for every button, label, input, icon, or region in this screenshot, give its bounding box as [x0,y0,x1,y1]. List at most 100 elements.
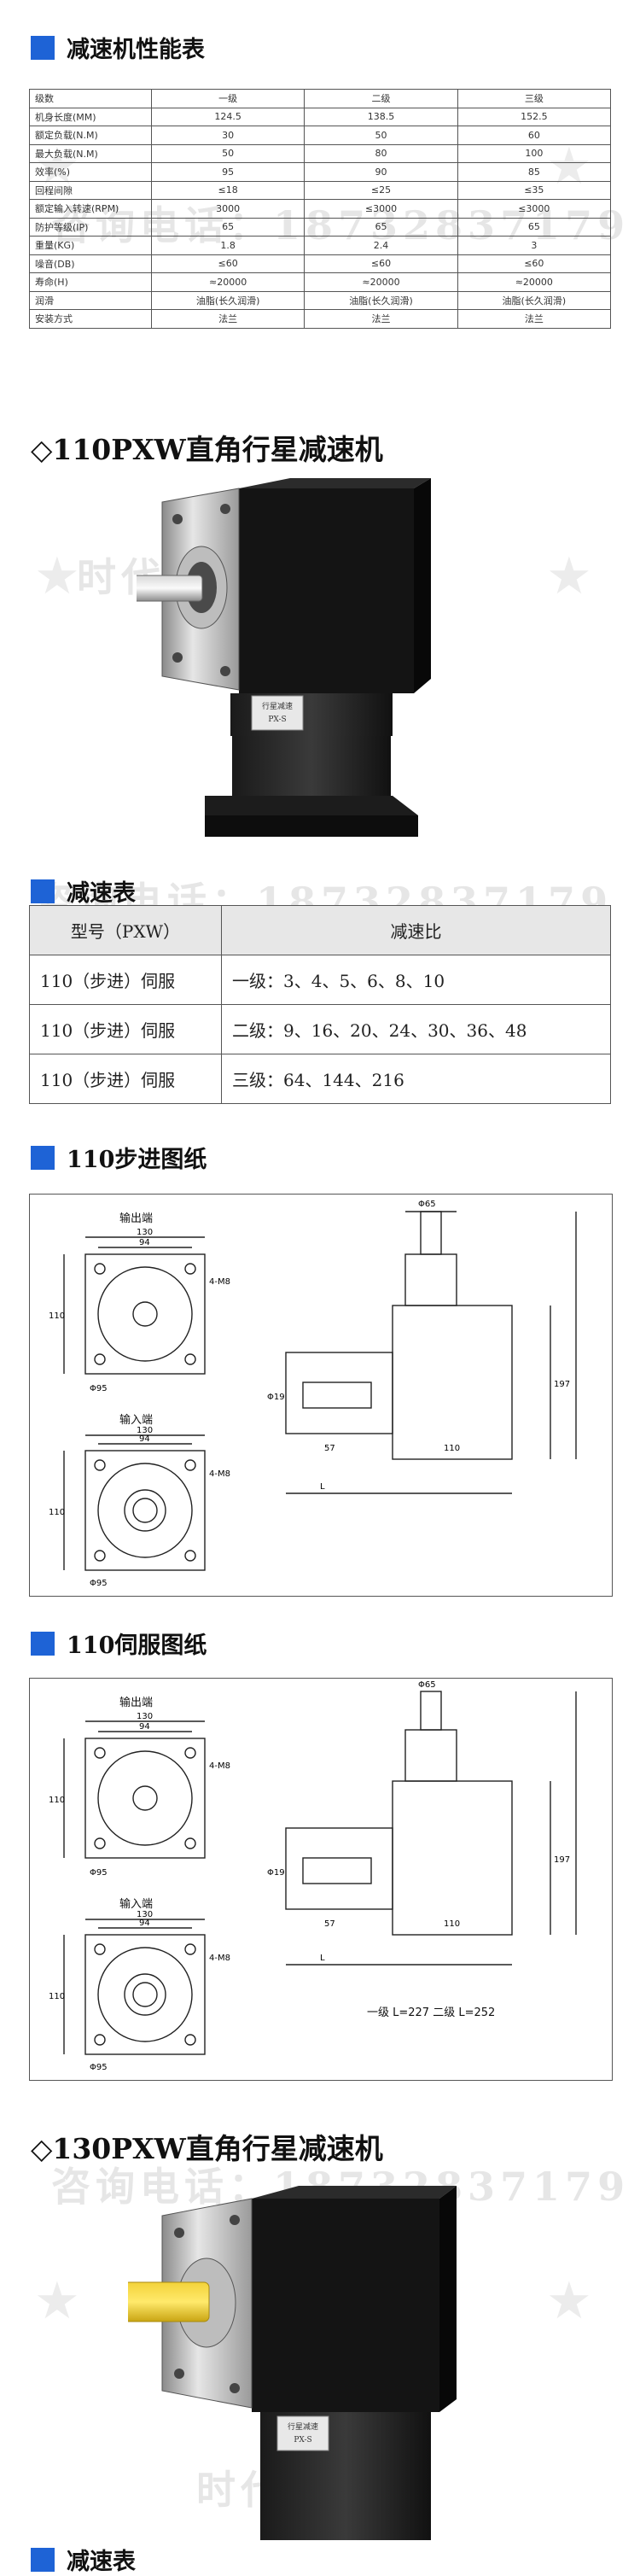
table-cell: 噪音(DB) [29,254,152,273]
ratio-section-2-header: 减速表 [31,2543,136,2576]
section-square-icon [31,2547,55,2572]
table-cell: 回程间隙 [29,180,152,200]
table-cell: 重量(KG) [29,236,152,255]
spec-table: 级数 一级 二级 三级 机身长度(MM) 124.5 138.5 152.5 额… [29,89,612,329]
dim-label: 94 [139,1722,150,1732]
table-row: 机身长度(MM) 124.5 138.5 152.5 [29,107,612,126]
dim-label: Φ19 [267,1393,285,1402]
dim-label: Φ65 [418,1680,436,1690]
output-end-label: 输出端 [119,1212,153,1225]
dim-label: 130 [137,1910,153,1919]
table-cell: ≤60 [150,254,305,273]
section-square-icon [31,879,55,903]
table-cell: 138.5 [304,107,458,126]
ratio-value-cell: 二级：9、16、20、24、30、36、48 [221,1004,611,1054]
table-cell: ≤18 [150,180,305,200]
motor-body [232,736,391,796]
table-cell: 30 [150,126,305,145]
table-cell: 额定输入转速(RPM) [29,199,152,219]
input-end-label: 输入端 [119,1897,153,1911]
nameplate-line2: PX-S [268,716,286,724]
dim-label: 130 [137,1426,153,1435]
ratio-section-2-title: 减速表 [67,2549,136,2575]
table-cell: 1.8 [150,236,305,255]
table-cell: 法兰 [457,309,612,329]
output-end-label: 输出端 [119,1696,153,1709]
dim-label: Φ19 [267,1868,285,1878]
dim-label: L [320,1954,325,1963]
table-cell: 级数 [29,89,152,108]
table-row: 110（步进）伺服 二级：9、16、20、24、30、36、48 [29,1004,611,1054]
ratio-header-model: 型号（PXW） [29,905,222,955]
ratio-value-cell: 一级：3、4、5、6、8、10 [221,955,611,1005]
table-cell: 65 [304,217,458,237]
table-cell: ≤3000 [304,199,458,219]
input-end-label: 输入端 [119,1413,153,1427]
section-square-icon [31,35,55,60]
dim-label: 94 [139,1919,150,1928]
output-shaft [137,575,203,602]
table-cell: ≤60 [457,254,612,273]
table-row: 额定负载(N.M) 30 50 60 [29,126,612,145]
table-cell: 2.4 [304,236,458,255]
servo-drawing-title: 110伺服图纸 [67,1633,207,1659]
table-row: 额定输入转速(RPM) 3000 ≤3000 ≤3000 [29,199,612,219]
dim-label: 4-M8 [209,1277,230,1287]
table-cell: 3000 [150,199,305,219]
servo-drawing-header: 110伺服图纸 [31,1627,207,1660]
ratio-section-header: 减速表 [31,874,136,908]
spec-section-header: 减速机性能表 [31,31,205,64]
dim-label: 110 [49,1992,65,2001]
servo-technical-drawing: 输出端 输入端 130 94 110 4-M8 Φ95 130 94 110 4… [49,1680,577,2072]
product-130-photo: 行星减速 PX-S [128,2186,457,2540]
table-cell: 95 [150,162,305,182]
table-row: 级数 一级 二级 三级 [29,89,612,108]
stepper-technical-drawing: 输出端 输入端 130 94 110 4-M8 Φ95 130 94 110 4… [49,1200,577,1588]
table-row: 重量(KG) 1.8 2.4 3 [29,236,612,255]
table-cell: ≈20000 [150,272,305,292]
ratio-value-cell: 三级：64、144、216 [221,1054,611,1104]
dim-label: 197 [554,1855,570,1865]
table-cell: 防护等级(IP) [29,217,152,237]
nameplate-line1: 行星减速 [288,2421,318,2432]
ratio-header-ratio: 减速比 [221,905,611,955]
dim-label: 4-M8 [209,1954,230,1963]
ratio-model-cell: 110（步进）伺服 [29,955,222,1005]
stepper-drawing-header: 110步进图纸 [31,1141,207,1174]
dim-label: 57 [324,1444,335,1453]
table-cell: 额定负载(N.M) [29,126,152,145]
table-cell: 安装方式 [29,309,152,329]
table-cell: 机身长度(MM) [29,107,152,126]
table-cell: 152.5 [457,107,612,126]
table-row: 110（步进）伺服 三级：64、144、216 [29,1054,611,1104]
dim-label: Φ95 [90,1868,108,1878]
table-row: 安装方式 法兰 法兰 法兰 [29,309,612,329]
table-row: 噪音(DB) ≤60 ≤60 ≤60 [29,254,612,273]
nameplate-line2: PX-S [294,2436,311,2445]
table-cell: 65 [457,217,612,237]
dim-label: Φ95 [90,2063,108,2072]
table-cell: ≤25 [304,180,458,200]
table-cell: 寿命(H) [29,272,152,292]
ratio-model-cell: 110（步进）伺服 [29,1004,222,1054]
table-cell: 90 [304,162,458,182]
dim-label: 4-M8 [209,1761,230,1771]
table-cell: 油脂(长久润滑) [150,290,305,310]
servo-drawing-frame: 输出端 输入端 130 94 110 4-M8 Φ95 130 94 110 4… [29,1678,613,2081]
ratio-table: 型号（PXW） 减速比 110（步进）伺服 一级：3、4、5、6、8、10 11… [29,905,611,1104]
table-row: 回程间隙 ≤18 ≤25 ≤35 [29,180,612,200]
table-cell: 效率(%) [29,162,152,182]
table-cell: 65 [150,217,305,237]
output-shaft-cap [128,2281,210,2322]
star-icon: ★ [546,2271,592,2331]
table-cell: 100 [457,143,612,163]
dim-label: 110 [49,1508,65,1517]
table-cell: ≤3000 [457,199,612,219]
dim-label: 130 [137,1712,153,1721]
table-row: 效率(%) 95 90 85 [29,162,612,182]
dim-label: 94 [139,1238,150,1247]
table-cell: 50 [150,143,305,163]
stepper-drawing-title: 110步进图纸 [67,1147,207,1173]
dim-label: 110 [444,1444,460,1453]
dim-label: Φ95 [90,1579,108,1588]
